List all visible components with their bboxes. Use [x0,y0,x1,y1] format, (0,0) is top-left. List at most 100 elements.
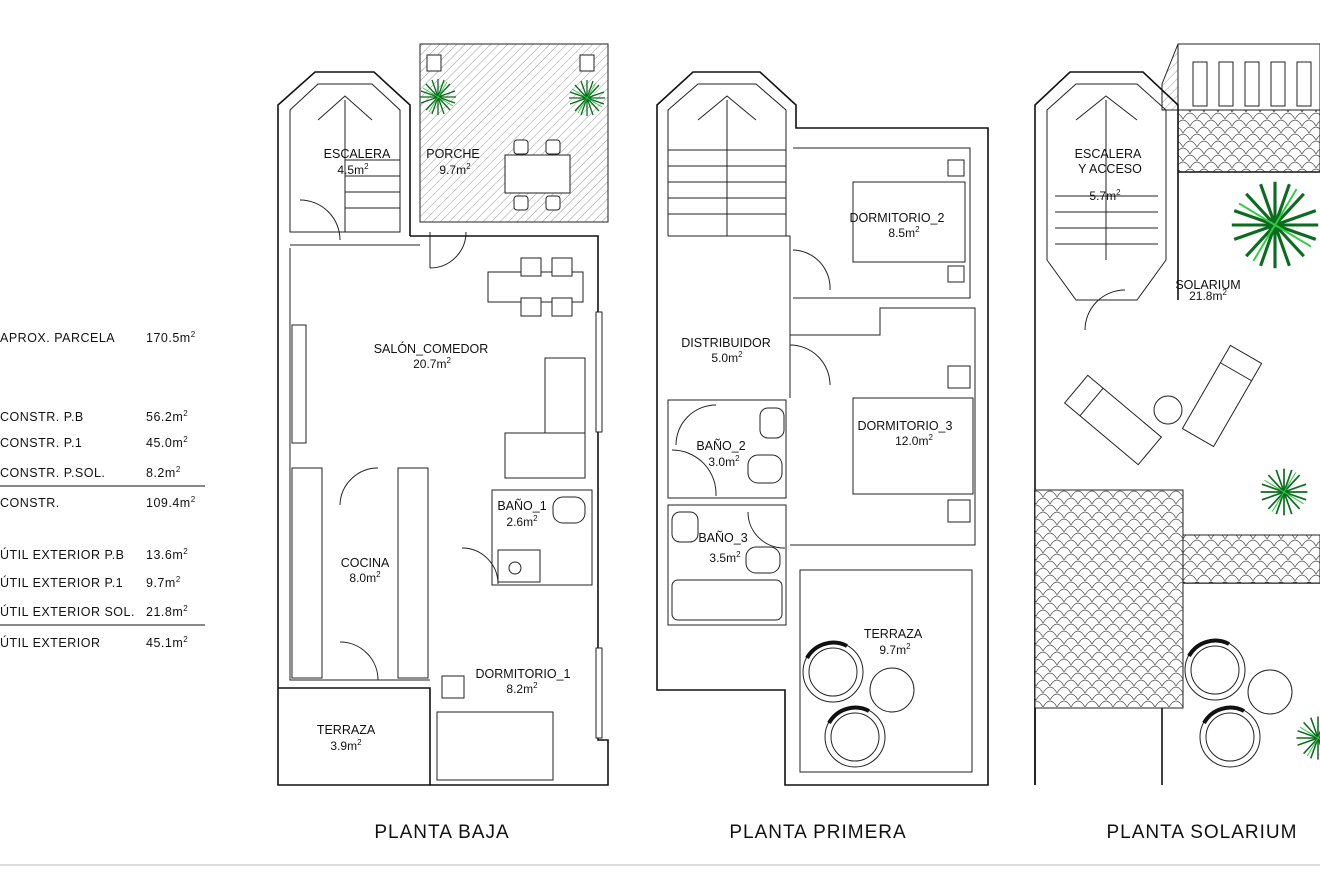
porch-chairs [513,139,561,211]
area-row: APROX. PARCELA 170.5m2 [0,330,195,345]
door-swing [429,231,467,269]
terrace-area [799,569,973,773]
roof-hatch [1161,43,1179,111]
room-area: 4.5m2 [337,162,369,177]
area-label: ÚTIL EXTERIOR P.1 [0,575,123,590]
nightstand [947,265,965,283]
palm-icon [1230,180,1320,270]
palm-icon [1259,467,1309,517]
bed [852,181,966,263]
room-name: ESCALERA [324,147,391,161]
inner-wall [289,248,430,681]
palm-icon [1295,715,1320,761]
room-name: BAÑO_1 [497,499,546,513]
room-area: 8.5m2 [888,225,920,240]
stair-inner [667,83,787,236]
room-name: BAÑO_3 [698,531,747,545]
sunbed-icon [1181,344,1263,448]
area-row: ÚTIL EXTERIOR P.1 9.7m2 [0,575,181,590]
room-name: DISTRIBUIDOR [681,336,771,350]
area-value: 21.8m2 [146,604,188,619]
area-label: ÚTIL EXTERIOR P.B [0,547,125,562]
bed [436,711,554,781]
column [579,54,595,72]
area-label: CONSTR. P.SOL. [0,466,105,480]
floor-plan-solarium: ESCALERA Y ACCESO 5.7m2 SOLARIUM 21.8m2 … [1034,43,1320,843]
railing [1192,61,1312,107]
dining-set [487,257,584,317]
side-table [1153,395,1183,425]
nightstand [947,499,971,523]
area-label: CONSTR. P.B [0,410,84,424]
room-name: PORCHE [426,147,479,161]
terrace-wall [277,236,431,786]
room-name: SALÓN_COMEDOR [374,341,489,356]
room-name: DORMITORIO_2 [850,211,945,225]
area-row: CONSTR. P.1 45.0m2 [0,435,188,450]
lounge-chair-icon [801,640,865,704]
lounge-chair-icon [1198,705,1262,769]
area-value: 9.7m2 [146,575,181,590]
shower-curve [671,449,717,497]
nightstand [947,159,965,177]
room-area: 9.7m2 [879,642,911,657]
room-name: DORMITORIO_1 [476,667,571,681]
area-row: CONSTR. 109.4m2 [0,495,195,510]
nightstand [441,675,465,699]
bath-2-wall [667,399,787,499]
stair-tower-wall [277,71,411,236]
room-area: 8.0m2 [349,570,381,585]
area-label: CONSTR. P.1 [0,436,82,450]
area-label: ÚTIL EXTERIOR SOL. [0,604,135,619]
bath-1 [461,489,593,586]
nightstand [947,365,971,389]
room-area: 9.7m2 [439,162,471,177]
area-row: ÚTIL EXTERIOR P.B 13.6m2 [0,547,188,562]
exterior-wall [410,235,609,786]
lounge-chair-icon [1183,638,1247,702]
area-value: 45.1m2 [146,635,188,650]
room-area: 3.9m2 [330,738,362,753]
stair-inner [1046,83,1167,301]
door-swing [299,199,341,241]
bed [852,397,974,495]
tiled-roof [1034,489,1184,709]
floor-title: PLANTA BAJA [374,822,509,843]
bedroom-2-wall [793,147,971,299]
room-area: 21.8m2 [1189,288,1227,303]
lounge-chair-icon [823,705,887,769]
window [595,311,603,433]
washbasin [759,407,785,439]
porch-table [504,154,571,194]
room-name: COCINA [341,556,390,570]
bath-3-wall [667,504,787,626]
washbasin [671,511,699,543]
area-row: ÚTIL EXTERIOR SOL. 21.8m2 [0,604,188,619]
door-swing [792,249,831,291]
sofa [504,357,586,479]
room-name: BAÑO_2 [696,439,745,453]
area-value: 13.6m2 [146,547,188,562]
area-label: CONSTR. [0,496,60,510]
room-area: 8.2m2 [506,681,538,696]
room-name: ESCALERA [1075,147,1142,161]
stair-tower-wall [1034,71,1179,785]
stair-steps [668,95,786,236]
round-table [869,667,915,713]
door-swing [1084,289,1126,331]
floor-plan-primera: DORMITORIO_2 8.5m2 DISTRIBUIDOR 5.0m2 DO… [656,71,989,843]
tiled-roof [1177,109,1320,173]
floor-title: PLANTA SOLARIUM [1107,822,1298,843]
room-area: 5.7m2 [1089,188,1121,203]
room-area: 2.6m2 [506,514,538,529]
room-area: 3.0m2 [708,454,740,469]
exterior-wall [656,71,989,786]
room-area: 3.5m2 [709,550,741,565]
areas-table: APROX. PARCELA 170.5m2 CONSTR. P.B 56.2m… [0,330,205,650]
area-label: APROX. PARCELA [0,331,115,345]
inner-wall [668,235,791,398]
area-value: 45.0m2 [146,435,188,450]
sunbed-icon [1063,374,1163,466]
room-area: 5.0m2 [711,350,743,365]
